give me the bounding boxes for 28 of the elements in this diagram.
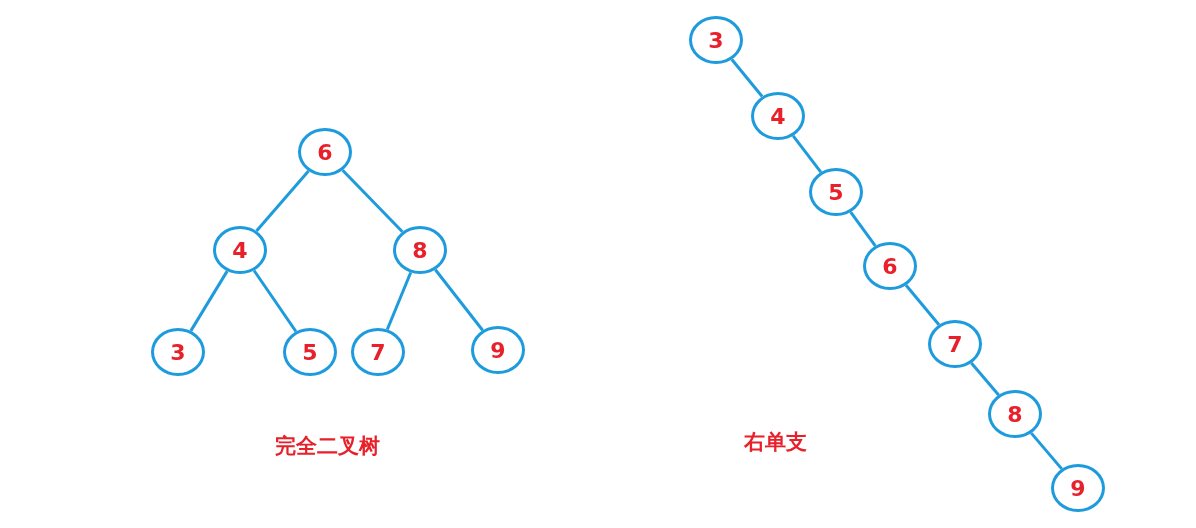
tree-node-circle: 8 (988, 390, 1042, 438)
connector-line (252, 269, 298, 333)
tree-node-circle: 3 (689, 16, 743, 64)
connector-line (255, 170, 310, 232)
connector-line (189, 270, 229, 332)
tree-node-circle: 6 (298, 128, 352, 176)
tree-node-circle: 4 (213, 226, 267, 274)
tree-caption: 右单支 (743, 429, 807, 456)
tree-node-circle: 7 (928, 320, 982, 368)
tree-caption: 完全二叉树 (274, 433, 380, 460)
tree-node-circle: 4 (751, 92, 805, 140)
connector-line (434, 268, 484, 332)
tree-node-circle: 9 (471, 326, 525, 374)
connector-line (791, 134, 823, 174)
tree-node-circle: 3 (151, 328, 205, 376)
connector-line (341, 169, 404, 233)
connector-line (730, 58, 764, 98)
tree-node-circle: 9 (1051, 464, 1105, 512)
tree-node-circle: 5 (283, 328, 337, 376)
tree-node-circle: 7 (351, 328, 405, 376)
connector-line (849, 211, 877, 247)
connector-line (385, 271, 413, 331)
connector-line (1030, 432, 1063, 470)
tree-node-circle: 6 (863, 242, 917, 290)
connector-line (970, 362, 1000, 396)
tree-node-circle: 8 (393, 226, 447, 274)
tree-node-circle: 5 (809, 168, 863, 216)
connector-line (904, 284, 941, 326)
